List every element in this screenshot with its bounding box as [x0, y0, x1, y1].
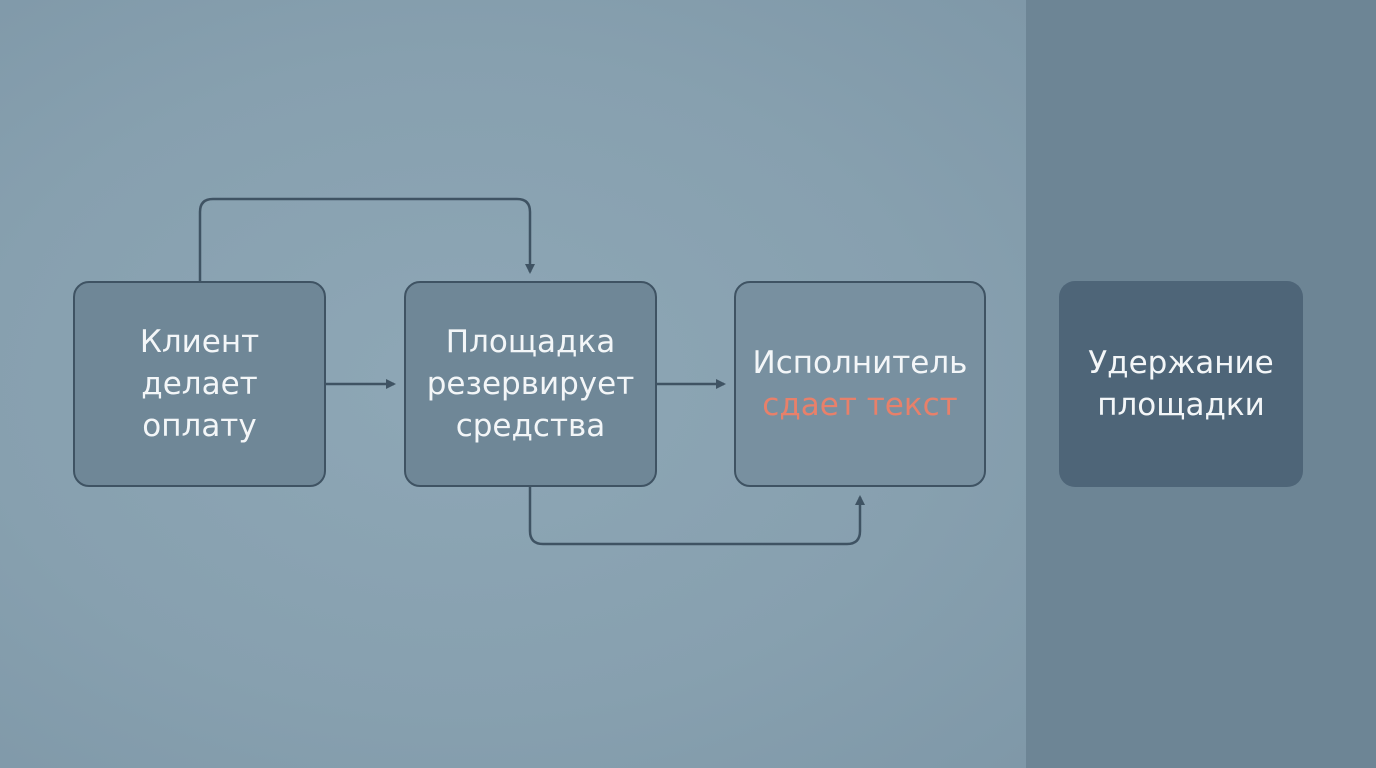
step-client-line3: оплату	[142, 408, 257, 444]
step-performer-line1: Исполнитель	[752, 345, 968, 381]
step-platform-line3: средства	[455, 408, 606, 444]
step-client-line2: делает	[141, 366, 258, 402]
hold-line2: площадки	[1097, 387, 1265, 423]
step-platform-reserve: Площадка резервирует средства	[404, 281, 657, 487]
step-performer-line2: сдает текст	[762, 387, 958, 423]
step-client-payment: Клиент делает оплату	[73, 281, 326, 487]
step-platform-line1: Площадка	[445, 324, 616, 360]
step-performer-delivers: Исполнитель сдает текст	[734, 281, 986, 487]
step-platform-line2: резервирует	[426, 366, 635, 402]
hold-line1: Удержание	[1088, 345, 1274, 381]
step-client-line1: Клиент	[139, 324, 260, 360]
platform-hold-box: Удержание площадки	[1059, 281, 1303, 487]
